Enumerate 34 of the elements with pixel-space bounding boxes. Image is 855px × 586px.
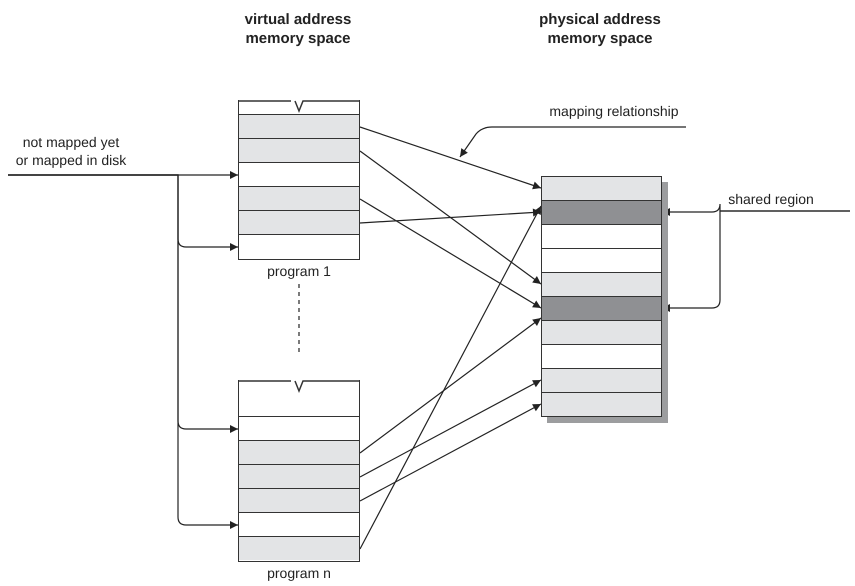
annotation-text: shared region (692, 190, 850, 211)
arrow (360, 403, 542, 502)
block-label: program 1 (266, 262, 332, 280)
memory-cell (239, 186, 359, 210)
arrow (360, 198, 542, 309)
column-heading: virtual address memory space (244, 10, 352, 48)
memory-cell (542, 272, 661, 296)
leader-line (460, 126, 686, 158)
annotation-text: not mapped yet or mapped in disk (6, 133, 136, 175)
column-heading: physical address memory space (538, 10, 662, 48)
arrow (359, 206, 542, 550)
memory-cell (239, 440, 359, 464)
arrow (360, 318, 542, 454)
memory-cell (239, 138, 359, 162)
memory-cell (542, 296, 661, 320)
memory-cell (239, 488, 359, 512)
memory-block (238, 380, 360, 562)
block-label: program n (266, 564, 332, 582)
arrow (360, 379, 542, 478)
annotation-text: mapping relationship (540, 102, 688, 127)
memory-cell (542, 392, 661, 416)
memory-block (238, 100, 360, 260)
memory-cell (239, 464, 359, 488)
memory-cell (239, 100, 359, 114)
memory-cell (542, 368, 661, 392)
memory-cell (239, 210, 359, 234)
arrow (8, 174, 238, 529)
arrow (360, 150, 542, 284)
memory-cell (542, 200, 661, 224)
memory-cell (542, 177, 661, 200)
memory-cell (542, 320, 661, 344)
memory-cell (239, 114, 359, 138)
memory-cell (239, 536, 359, 560)
arrow (360, 126, 542, 190)
